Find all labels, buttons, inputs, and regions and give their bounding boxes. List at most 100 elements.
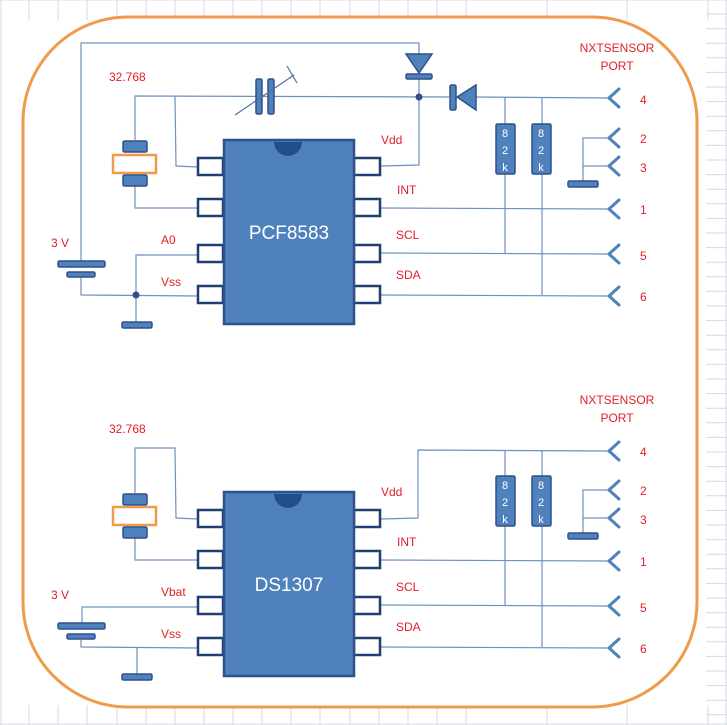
pin-label-scl: SCL <box>396 228 420 242</box>
port-pin-label: 5 <box>640 601 647 615</box>
junction-dot <box>415 93 423 101</box>
battery-icon <box>57 260 106 278</box>
svg-text:k: k <box>502 162 508 174</box>
port-title: NXTSENSOR <box>580 393 655 407</box>
connector-icon <box>607 479 621 501</box>
crystal-icon <box>111 140 158 187</box>
port-pin-label: 6 <box>640 290 647 304</box>
pin-label-vss: Vss <box>161 275 181 289</box>
ground-icon <box>567 180 599 188</box>
pin-right-3 <box>352 595 382 616</box>
wire-vss <box>80 277 199 297</box>
junction-dot <box>132 291 140 299</box>
chip-pcf8583: PCF8583 <box>196 138 382 326</box>
pin-left-4 <box>196 284 225 305</box>
connector-icon <box>607 198 621 220</box>
wire-osc1 <box>174 95 199 168</box>
wire-osc2 <box>134 538 198 561</box>
connector-icon <box>607 595 621 617</box>
svg-text:8: 8 <box>538 480 544 492</box>
wire-vbat <box>81 606 198 625</box>
port-title: PORT <box>600 411 634 425</box>
connector-pins <box>607 440 621 659</box>
resistor-82k: 8 2 k <box>531 123 552 175</box>
svg-text:8: 8 <box>502 480 508 492</box>
wire-vdd <box>379 449 609 520</box>
port-pin-label: 3 <box>640 513 647 527</box>
connector-icon <box>607 507 621 529</box>
connector-icon <box>607 637 621 659</box>
connector-icon <box>607 440 621 462</box>
pin-label-vss: Vss <box>161 627 181 641</box>
wire-osc2 <box>134 186 198 209</box>
wire-port2-3 <box>582 489 608 535</box>
pin-right-1 <box>352 156 382 177</box>
pin-right-3 <box>352 243 382 264</box>
connector-icon <box>607 127 621 149</box>
port-pin-label: 4 <box>640 93 647 107</box>
wire-crystal-top <box>134 95 450 140</box>
pin-right-2 <box>352 197 382 218</box>
wire-port2-3 <box>582 137 608 183</box>
wire-crystal-top <box>134 447 199 520</box>
port-title: NXTSENSOR <box>580 41 655 55</box>
chip-name: DS1307 <box>255 575 324 596</box>
ground-icon <box>121 673 153 681</box>
trimmer-capacitor <box>234 65 298 116</box>
port-pin-label: 2 <box>640 484 647 498</box>
pin-left-4 <box>196 636 225 657</box>
crystal-label: 32.768 <box>109 422 146 436</box>
svg-text:2: 2 <box>502 497 508 509</box>
wire-a0 <box>135 254 198 323</box>
connector-icon <box>607 243 621 265</box>
wires <box>80 42 609 323</box>
svg-text:2: 2 <box>538 497 544 509</box>
battery-label: 3 V <box>51 236 69 250</box>
connector-icon <box>607 87 621 109</box>
pin-label-sda: SDA <box>396 268 421 282</box>
wires <box>80 447 609 676</box>
pin-label-vdd: Vdd <box>381 133 402 147</box>
circuit-ds1307: 32.768 3 V DS1307 Vbat Vss Vdd INT SCL S… <box>51 393 655 681</box>
wire-vdd <box>379 79 420 167</box>
pin-left-3 <box>196 243 225 264</box>
resistor-82k: 8 2 k <box>495 123 516 175</box>
crystal-icon <box>111 493 158 539</box>
ground-icon <box>121 321 153 329</box>
pin-left-3 <box>196 595 225 616</box>
crystal-label: 32.768 <box>109 70 146 84</box>
pin-label-scl: SCL <box>396 580 420 594</box>
diode-horizontal-icon <box>449 83 477 112</box>
connector-icon <box>607 285 621 307</box>
pin-label-int: INT <box>397 535 417 549</box>
port-pin-label: 1 <box>640 203 647 217</box>
pin-left-2 <box>196 549 225 570</box>
ground-icon <box>567 532 599 540</box>
rounded-frame <box>21 15 699 709</box>
svg-text:2: 2 <box>538 145 544 157</box>
connector-icon <box>607 155 621 177</box>
svg-text:k: k <box>538 162 544 174</box>
svg-text:8: 8 <box>502 128 508 140</box>
port-pin-label: 3 <box>640 161 647 175</box>
resistor-82k: 8 2 k <box>531 475 552 527</box>
pin-right-4 <box>352 636 382 657</box>
battery-icon <box>57 622 106 640</box>
chip-name: PCF8583 <box>249 223 329 244</box>
pin-label-a0: A0 <box>161 233 176 247</box>
resistor-82k: 8 2 k <box>495 475 516 527</box>
pin-label-vbat: Vbat <box>161 585 186 599</box>
wire-sda <box>379 294 609 297</box>
pin-left-1 <box>196 508 225 529</box>
port-title: PORT <box>600 59 634 73</box>
pin-left-2 <box>196 197 225 218</box>
port-pin-label: 6 <box>640 642 647 656</box>
pin-right-2 <box>352 549 382 570</box>
svg-text:k: k <box>502 514 508 526</box>
svg-text:2: 2 <box>502 145 508 157</box>
wire-scl <box>379 252 609 255</box>
connector-icon <box>607 550 621 572</box>
wire-int <box>379 559 609 562</box>
port-pin-label: 1 <box>640 555 647 569</box>
